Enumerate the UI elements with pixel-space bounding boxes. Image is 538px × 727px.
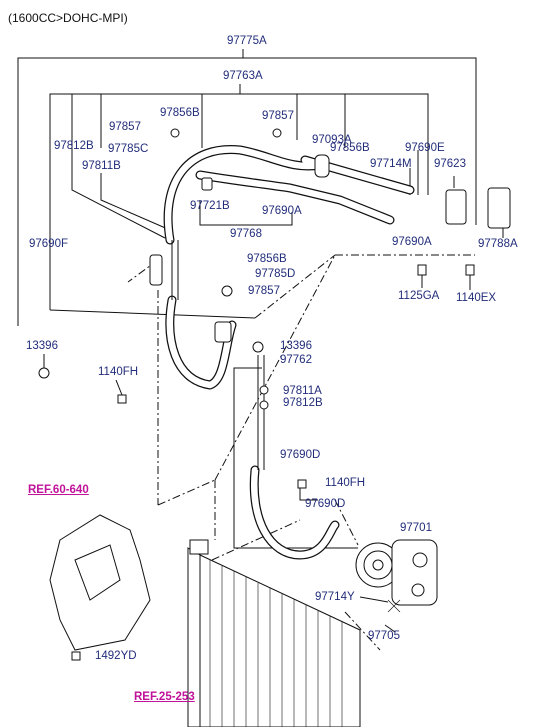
part-label-97714y[interactable]: 97714Y [315, 591, 355, 603]
part-label-97811a[interactable]: 97811A [283, 385, 322, 397]
valve-97623 [445, 189, 467, 225]
part-label-97762[interactable]: 97762 [280, 354, 312, 366]
part-label-13396-left[interactable]: 13396 [26, 340, 58, 352]
part-label-97856b[interactable]: 97856B [160, 107, 200, 119]
cap-97788a [487, 187, 511, 229]
bracket-panel [49, 514, 151, 661]
part-label-97775a[interactable]: 97775A [227, 35, 267, 47]
part-label-97690d-lower[interactable]: 97690D [305, 498, 346, 510]
part-label-97856b-mid[interactable]: 97856B [247, 253, 287, 265]
part-label-97714m[interactable]: 97714M [370, 158, 412, 170]
part-label-97690d[interactable]: 97690D [280, 449, 321, 461]
condenser [187, 539, 361, 727]
bracket-97763a [49, 93, 429, 310]
part-label-97690e[interactable]: 97690E [405, 142, 445, 154]
part-label-97690f[interactable]: 97690F [29, 238, 69, 250]
part-label-97857-top[interactable]: 97857 [262, 110, 294, 122]
part-label-97721b[interactable]: 97721B [190, 200, 230, 212]
part-label-97690a[interactable]: 97690A [262, 205, 302, 217]
reference-link-60-640[interactable]: REF.60-640 [28, 484, 89, 496]
part-label-1140ex[interactable]: 1140EX [456, 292, 497, 304]
part-label-97785d[interactable]: 97785D [255, 268, 296, 280]
part-label-1492yd[interactable]: 1492YD [95, 650, 137, 662]
part-label-97856b-right[interactable]: 97856B [330, 142, 370, 154]
part-label-1140fh[interactable]: 1140FH [98, 366, 139, 378]
part-label-97705[interactable]: 97705 [368, 630, 400, 642]
engine-spec-header: (1600CC>DOHC-MPI) [8, 11, 128, 25]
bracket-97775a [17, 57, 477, 326]
part-label-97763a[interactable]: 97763A [223, 70, 263, 82]
part-label-97857[interactable]: 97857 [109, 121, 141, 133]
part-label-1125ga[interactable]: 1125GA [398, 290, 440, 302]
part-label-1140fh-lower[interactable]: 1140FH [325, 477, 366, 489]
part-label-97812b[interactable]: 97812B [54, 140, 94, 152]
part-label-97788a[interactable]: 97788A [478, 238, 518, 250]
part-label-97701[interactable]: 97701 [400, 522, 432, 534]
reference-link-25-253[interactable]: REF.25-253 [134, 691, 195, 703]
part-label-13396[interactable]: 13396 [280, 340, 312, 352]
part-label-97857-mid[interactable]: 97857 [248, 285, 280, 297]
part-label-97093a[interactable]: 97093A [312, 134, 352, 146]
part-label-97812b-lower[interactable]: 97812B [283, 397, 323, 409]
compressor-97701 [355, 539, 438, 606]
part-label-97623[interactable]: 97623 [434, 158, 466, 170]
part-label-97811b[interactable]: 97811B [82, 160, 121, 172]
part-label-97768[interactable]: 97768 [230, 228, 262, 240]
part-label-97785c[interactable]: 97785C [108, 143, 149, 155]
part-label-97690a-lower[interactable]: 97690A [392, 236, 432, 248]
